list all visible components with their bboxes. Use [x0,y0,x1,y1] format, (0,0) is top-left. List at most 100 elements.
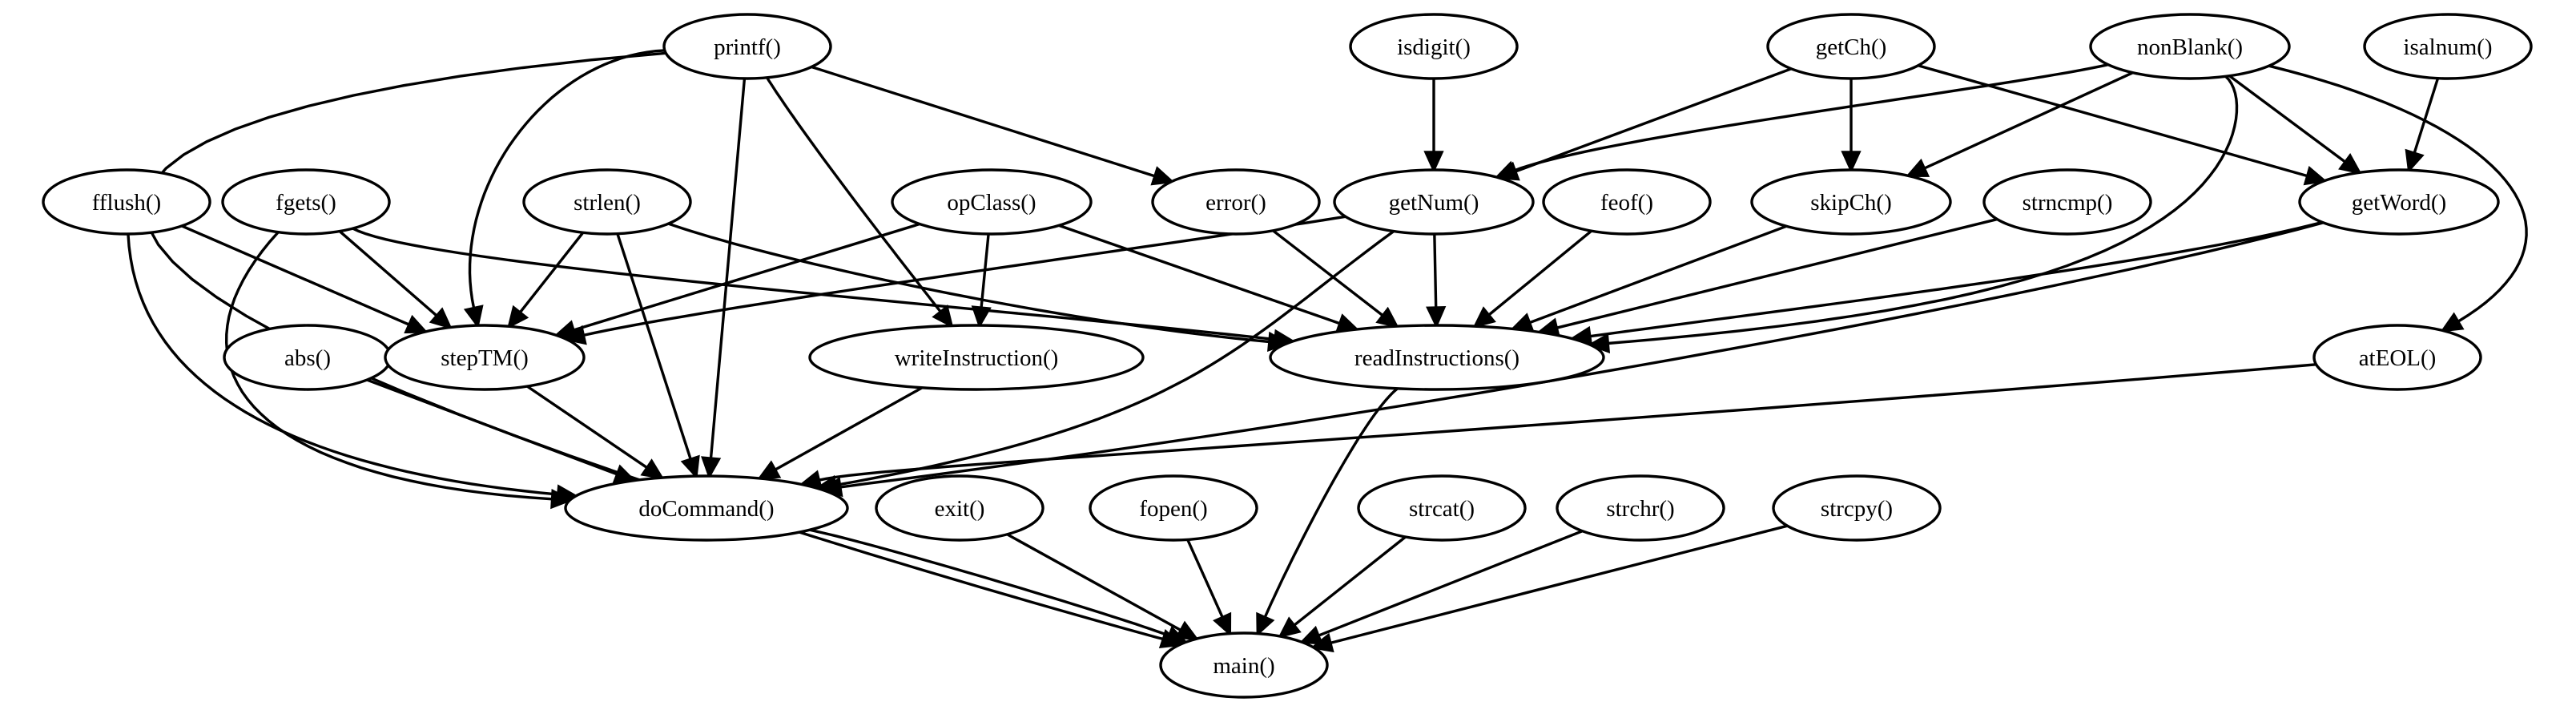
edge-line [774,386,924,471]
arrowhead [1494,160,1519,180]
node-ellipse [2312,324,2482,391]
arrowhead [562,325,587,345]
arrowhead [507,305,529,329]
edge-line [526,385,648,470]
node-ellipse [384,324,586,391]
node-main: main() [1159,631,1329,699]
node-label: nonBlank() [2137,34,2243,60]
edge-line [518,232,585,314]
edge-printf-to-doCommand [701,78,747,480]
node-ellipse [1151,168,1321,236]
node-label: getCh() [1816,34,1887,60]
node-ellipse [1269,324,1605,391]
node-getCh: getCh() [1766,13,1936,80]
node-ellipse [1089,474,1258,542]
edge-opClass-to-writeInstruction [971,233,992,329]
edge-printf-to-stepTM [463,49,665,329]
arrowhead [1423,151,1444,174]
node-strchr: strchr() [1556,474,1725,542]
edge-feof-to-readInstructions [1472,229,1592,329]
node-label: fopen() [1139,496,1207,522]
edge-line [468,49,665,309]
edge-line [811,65,1156,178]
arrowhead [932,305,954,329]
node-ellipse [221,168,391,236]
node-label: opClass() [947,190,1036,216]
edge-line [1263,387,1399,619]
edge-getCh-to-skipCh [1841,79,1862,174]
arrowhead [2338,153,2362,175]
node-label: feof() [1600,190,1653,216]
node-label: writeInstruction() [895,345,1059,371]
node-ellipse [1772,474,1942,542]
node-ellipse [1333,168,1535,236]
node-label: main() [1213,653,1274,679]
arrowhead [1150,166,1175,186]
edge-readInstructions-to-main [1256,387,1399,637]
node-atEOL: atEOL() [2312,324,2482,391]
node-label: strncmp() [2023,190,2113,216]
edge-fopen-to-main [1186,539,1232,637]
edge-line [1589,220,2323,338]
arrowhead [1587,333,1611,353]
edge-line [2268,64,2528,323]
node-isalnum: isalnum() [2363,13,2533,80]
node-ellipse [42,168,211,236]
edge-line [352,227,1276,341]
node-ellipse [1766,13,1936,80]
edge-line [181,224,410,326]
edge-line [127,233,558,496]
node-ellipse [1982,168,2152,236]
edge-fgets-to-doCommand [224,231,574,510]
arrowhead [701,456,722,480]
edge-strcpy-to-main [1310,524,1788,653]
edge-strlen-to-stepTM [507,232,585,329]
arrowhead [1310,632,1334,653]
node-label: fflush() [92,190,161,216]
node-strcat: strcat() [1357,474,1527,542]
edge-line [1515,67,1792,173]
node-ellipse [662,13,832,80]
node-exit: exit() [875,474,1044,542]
edge-line [1923,71,2134,170]
node-label: atEOL() [2359,345,2437,371]
node-ellipse [522,168,692,236]
node-fflush: fflush() [42,168,211,236]
node-ellipse [1349,13,1519,80]
edge-line [1608,75,2239,345]
node-strncmp: strncmp() [1982,168,2152,236]
edge-line [1006,533,1182,632]
nodes-layer: printf()isdigit()getCh()nonBlank()isalnu… [42,13,2533,699]
arrowhead [2440,312,2465,333]
node-ellipse [1357,474,1527,542]
node-label: strchr() [1606,496,1674,522]
node-label: getNum() [1389,190,1479,216]
edge-line [143,51,1164,641]
node-ellipse [875,474,1044,542]
edge-line [1318,530,1584,637]
edge-line [2413,78,2440,154]
node-abs: abs() [223,324,392,391]
node-label: doCommand() [638,496,774,522]
arrowhead [1256,611,1275,637]
edge-line [667,222,1270,344]
arrowhead [1298,625,1324,645]
edge-error-to-readInstructions [1272,229,1400,329]
edge-strchr-to-main [1298,530,1584,645]
edge-printf-to-writeInstruction [766,76,954,329]
edge-printf-to-error [811,65,1175,186]
edge-line [1918,64,2308,178]
arrowhead [1174,620,1200,641]
node-label: strcpy() [1821,496,1893,522]
arrowhead [550,489,574,510]
edge-line [338,230,438,317]
edge-isdigit-to-getNum [1423,79,1444,174]
edge-line [1512,63,2109,172]
arrowhead [463,305,484,329]
node-fgets: fgets() [221,168,391,236]
node-label: getWord() [2352,190,2446,216]
node-label: strcat() [1409,496,1475,522]
arrowhead [2303,165,2328,186]
node-label: stepTM() [441,345,529,371]
